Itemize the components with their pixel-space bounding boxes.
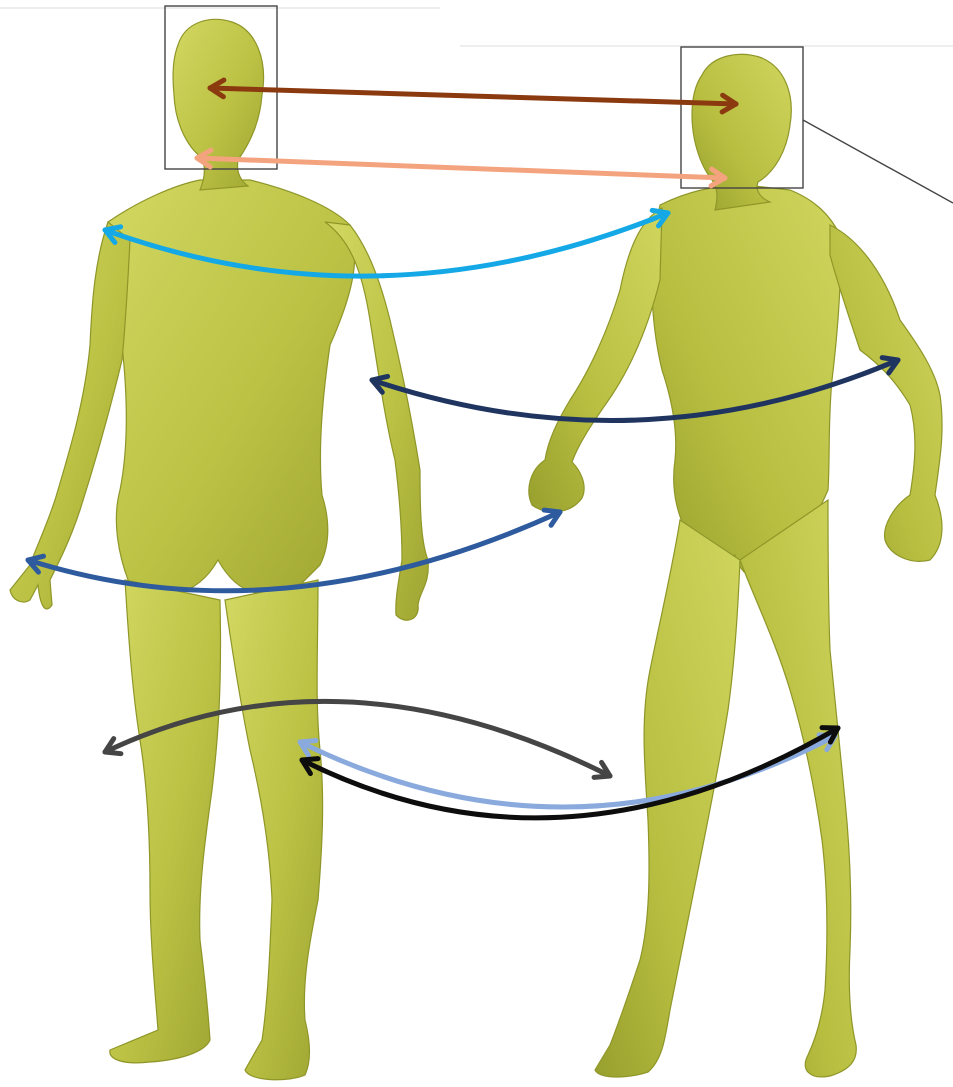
template-leg-right — [225, 580, 323, 1080]
scanned-body — [529, 54, 942, 1077]
scanned-leg-right — [740, 500, 856, 1077]
zoom-callout-line — [803, 120, 953, 203]
scanned-arm-right — [830, 225, 942, 561]
chin-correspondence-arrow — [197, 158, 725, 178]
template-body — [10, 19, 428, 1079]
eye-correspondence-arrow — [210, 88, 736, 104]
template-arm-left — [10, 222, 130, 609]
template-leg-left — [110, 580, 221, 1063]
scanned-head — [692, 54, 791, 210]
template-head — [173, 19, 263, 190]
